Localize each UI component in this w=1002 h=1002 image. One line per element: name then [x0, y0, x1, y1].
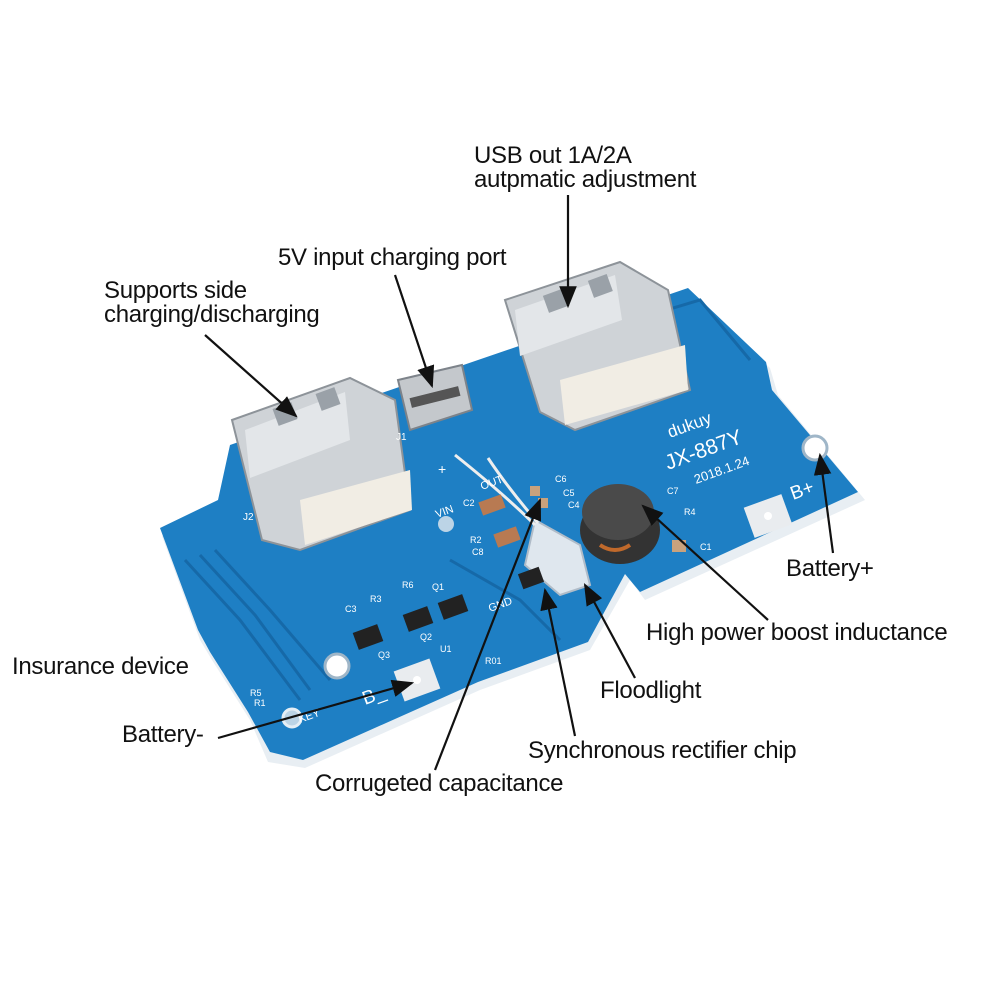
label-floodlight: Floodlight — [600, 677, 702, 704]
mount-hole-right — [801, 434, 829, 462]
boost-inductor — [580, 484, 660, 564]
callout-rectifier — [540, 587, 577, 737]
label-u1: U1 — [440, 644, 452, 654]
label-r6: R6 — [402, 580, 414, 590]
usb-port-out — [503, 260, 692, 432]
smd-capacitors — [478, 486, 686, 552]
micro-usb-port — [396, 363, 474, 432]
label-side-line1: Supports side — [104, 277, 247, 304]
label-c2: C2 — [463, 498, 475, 508]
label-c6: C6 — [555, 474, 567, 484]
callout-battery-plus — [813, 452, 835, 554]
label-battery-minus: Battery- — [122, 721, 204, 748]
label-r1: R1 — [254, 698, 266, 708]
ic-chips — [352, 566, 545, 650]
board-plus: + — [438, 461, 446, 477]
label-q2: Q2 — [420, 632, 432, 642]
label-c3: C3 — [345, 604, 357, 614]
label-insurance: Insurance device — [12, 653, 189, 680]
board-j1: J1 — [396, 432, 407, 443]
callout-side-usb — [204, 334, 298, 418]
label-input-port: 5V input charging port — [278, 244, 507, 271]
label-r2: R2 — [470, 535, 482, 545]
label-capacitance: Corrugeted capacitance — [315, 770, 564, 797]
board-j2: J2 — [243, 512, 254, 523]
label-c5: C5 — [563, 488, 575, 498]
label-rectifier: Synchronous rectifier chip — [528, 737, 797, 764]
label-usb-out-line2: autpmatic adjustment — [474, 166, 697, 193]
label-r01: R01 — [485, 656, 502, 666]
label-q3: Q3 — [378, 650, 390, 660]
callout-inductance — [641, 504, 769, 621]
label-r3: R3 — [370, 594, 382, 604]
label-c1: C1 — [700, 542, 712, 552]
label-usb-out-line1: USB out 1A/2A — [474, 142, 632, 169]
label-c8: C8 — [472, 547, 484, 557]
callout-capacitance — [433, 497, 542, 771]
label-r5: R5 — [250, 688, 262, 698]
pcb-board — [160, 288, 858, 760]
label-battery-plus: Battery+ — [786, 555, 874, 582]
callout-floodlight — [583, 583, 636, 679]
vin-pad — [438, 516, 454, 532]
board-vin: VIN — [434, 503, 455, 521]
label-r4: R4 — [684, 507, 696, 517]
label-c4: C4 — [568, 500, 580, 510]
label-c7: C7 — [667, 486, 679, 496]
label-side-line2: charging/discharging — [104, 301, 320, 328]
callout-input-port — [393, 274, 435, 389]
mount-hole-left — [323, 652, 351, 680]
label-inductance: High power boost inductance — [646, 619, 948, 646]
usb-port-side — [230, 376, 412, 552]
label-q1: Q1 — [432, 582, 444, 592]
callout-battery-minus — [217, 679, 415, 740]
